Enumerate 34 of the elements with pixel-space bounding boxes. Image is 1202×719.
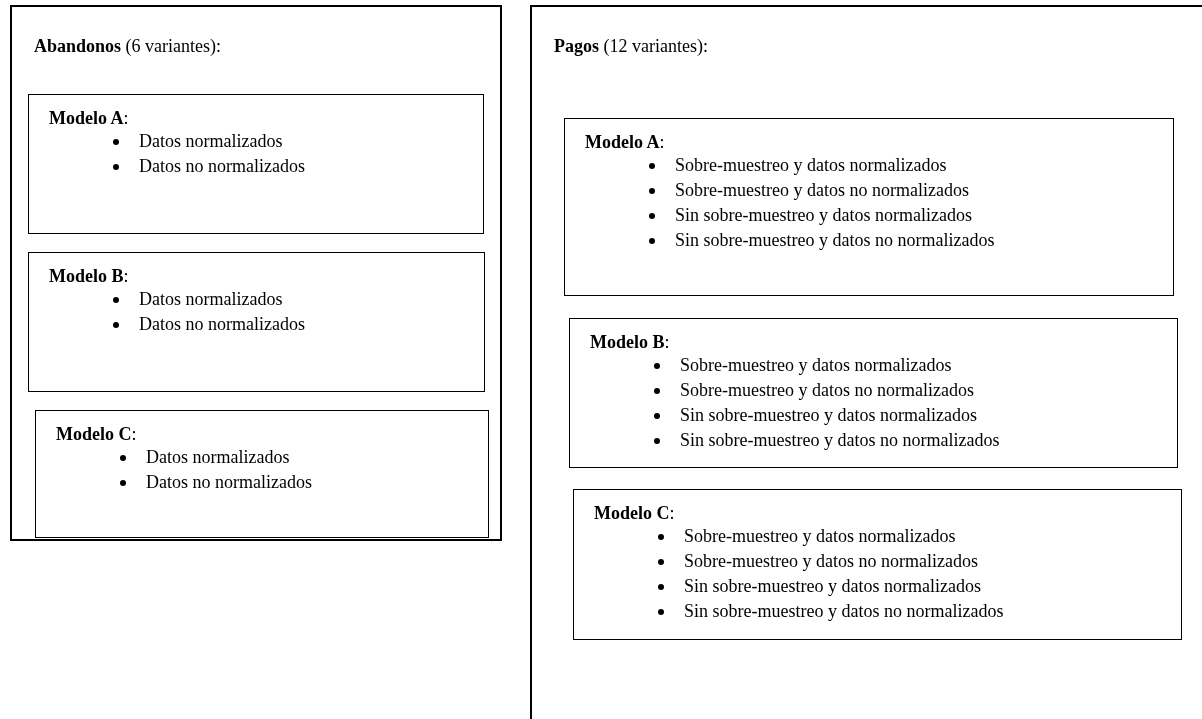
list-item: Datos no normalizados	[139, 313, 305, 336]
list-item: Sin sobre-muestreo y datos normalizados	[684, 575, 981, 598]
list-item: Sobre-muestreo y datos normalizados	[680, 354, 952, 377]
list-item: Datos no normalizados	[139, 155, 305, 178]
list-item: Datos normalizados	[146, 446, 290, 469]
model-box	[28, 252, 485, 392]
list-item: Sin sobre-muestreo y datos normalizados	[675, 204, 972, 227]
group-box	[530, 5, 1202, 719]
model-box	[573, 489, 1182, 640]
list-item: Sin sobre-muestreo y datos no normalizados	[680, 429, 1000, 452]
list-item: Sin sobre-muestreo y datos no normalizados	[684, 600, 1004, 623]
model-box	[28, 94, 484, 234]
heading: Modelo A:	[49, 107, 129, 130]
heading: Modelo C:	[56, 423, 137, 446]
list-item: Sobre-muestreo y datos no normalizados	[684, 550, 978, 573]
heading: Modelo A:	[585, 131, 665, 154]
list-item: Sobre-muestreo y datos normalizados	[684, 525, 956, 548]
list-item: Datos normalizados	[139, 130, 283, 153]
list-item: Datos no normalizados	[146, 471, 312, 494]
heading: Modelo B:	[49, 265, 129, 288]
group-box	[10, 5, 502, 541]
list-item: Sobre-muestreo y datos no normalizados	[680, 379, 974, 402]
model-box	[569, 318, 1178, 468]
model-box	[35, 410, 489, 538]
list-item: Sobre-muestreo y datos normalizados	[675, 154, 947, 177]
list-item: Datos normalizados	[139, 288, 283, 311]
list-item: Sin sobre-muestreo y datos normalizados	[680, 404, 977, 427]
model-box	[564, 118, 1174, 296]
heading: Modelo C:	[594, 502, 675, 525]
heading: Modelo B:	[590, 331, 670, 354]
list-item: Sin sobre-muestreo y datos no normalizados	[675, 229, 995, 252]
heading: Abandonos (6 variantes):	[34, 35, 221, 58]
list-item: Sobre-muestreo y datos no normalizados	[675, 179, 969, 202]
heading: Pagos (12 variantes):	[554, 35, 708, 58]
